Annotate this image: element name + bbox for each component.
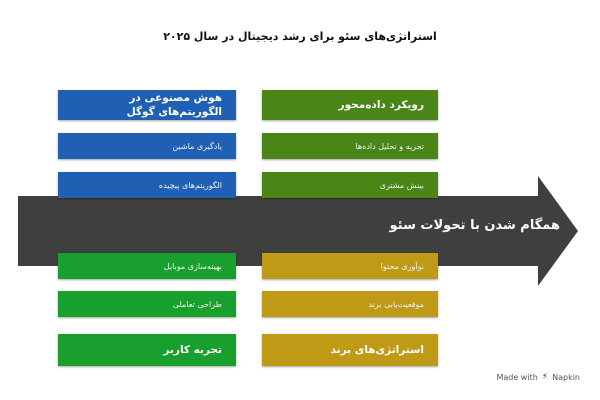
- user-experience-box: تجربه کاربر: [58, 334, 236, 366]
- watermark-text: Made with: [496, 372, 538, 382]
- content-innovation-label: نوآوری محتوا: [380, 261, 424, 271]
- mobile-optimization-label: بهینه‌سازی موبایل: [163, 261, 222, 271]
- interactive-design-box: طراحی تعاملی: [58, 291, 236, 317]
- machine-learning-box: یادگیری ماشین: [58, 133, 236, 159]
- customer-insight-label: بینش مشتری: [379, 180, 424, 190]
- ai-google-algorithms-box: هوش مصنوعی در الگوریتم‌های گوگل: [58, 90, 236, 120]
- data-driven-approach-label: رویکرد داده‌محور: [338, 99, 424, 111]
- ai-google-algorithms-label: هوش مصنوعی در الگوریتم‌های گوگل: [126, 92, 222, 118]
- spine-label: همگام شدن با تحولات سئو: [389, 218, 560, 233]
- napkin-watermark: Made with ⚡ Napkin: [496, 372, 580, 382]
- machine-learning-label: یادگیری ماشین: [172, 141, 222, 151]
- napkin-logo-icon: ⚡: [541, 372, 549, 382]
- brand-strategies-box: استراتژی‌های برند: [262, 334, 438, 366]
- interactive-design-label: طراحی تعاملی: [172, 299, 222, 309]
- data-driven-approach-box: رویکرد داده‌محور: [262, 90, 438, 120]
- brand-positioning-box: موقعیت‌یابی برند: [262, 291, 438, 317]
- content-innovation-box: نوآوری محتوا: [262, 253, 438, 279]
- data-analysis-label: تجزیه و تحلیل داده‌ها: [355, 141, 424, 151]
- complex-algorithms-box: الگوریتم‌های پیچیده: [58, 172, 236, 198]
- brand-positioning-label: موقعیت‌یابی برند: [368, 299, 424, 309]
- watermark-brand: Napkin: [552, 372, 580, 382]
- diagram-title: استراتژی‌های سئو برای رشد دیجیتال در سال…: [163, 30, 437, 43]
- mobile-optimization-box: بهینه‌سازی موبایل: [58, 253, 236, 279]
- user-experience-label: تجربه کاربر: [163, 344, 222, 356]
- customer-insight-box: بینش مشتری: [262, 172, 438, 198]
- data-analysis-box: تجزیه و تحلیل داده‌ها: [262, 133, 438, 159]
- brand-strategies-label: استراتژی‌های برند: [330, 344, 424, 356]
- complex-algorithms-label: الگوریتم‌های پیچیده: [158, 180, 222, 190]
